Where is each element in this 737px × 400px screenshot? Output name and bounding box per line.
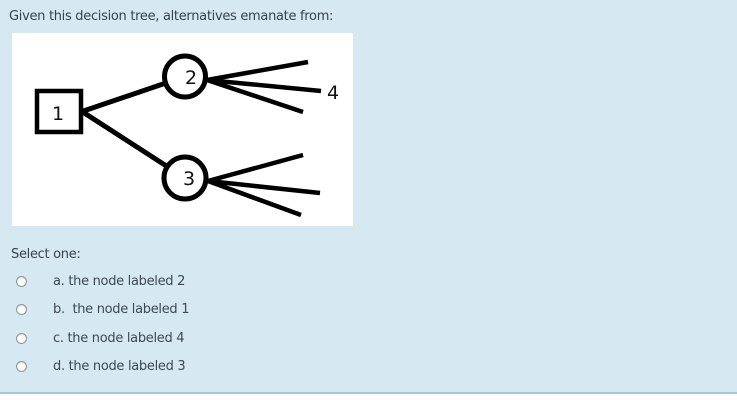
branch-circle3-middle	[207, 178, 321, 196]
option-row-c[interactable]: c. the node labeled 4	[16, 328, 189, 348]
branch-circle2-top	[206, 59, 309, 83]
option-row-d[interactable]: d. the node labeled 3	[16, 357, 189, 377]
option-label-c[interactable]: c. the node labeled 4	[53, 330, 185, 346]
option-label-a[interactable]: a. the node labeled 2	[53, 273, 186, 289]
options-list: a. the node labeled 2 b. the node labele…	[16, 271, 189, 377]
chance-node-circle-2	[162, 53, 208, 100]
decision-tree-svg: 1 2 3 4	[34, 53, 339, 218]
decision-tree-image: 1 2 3 4	[12, 33, 353, 226]
node-label-2: 2	[185, 67, 197, 89]
branch-circle2-bottom	[206, 77, 304, 115]
option-row-a[interactable]: a. the node labeled 2	[16, 271, 189, 291]
branch-label-4: 4	[327, 82, 339, 104]
radio-option-d[interactable]	[16, 361, 27, 372]
decision-node-square-1	[34, 88, 84, 135]
branch-circle3-bottom	[207, 178, 302, 218]
option-row-b[interactable]: b. the node labeled 1	[16, 300, 189, 320]
option-label-b[interactable]: b. the node labeled 1	[53, 302, 190, 317]
question-text: Given this decision tree, alternatives e…	[9, 9, 334, 24]
node-label-3: 3	[183, 168, 195, 190]
radio-option-c[interactable]	[16, 332, 27, 344]
select-one-label: Select one:	[11, 247, 81, 262]
option-label-d[interactable]: d. the node labeled 3	[53, 359, 186, 374]
branch-circle2-middle	[206, 77, 322, 94]
radio-option-a[interactable]	[16, 275, 27, 287]
radio-option-b[interactable]	[16, 304, 27, 315]
branch-circle3-top	[207, 152, 304, 184]
chance-node-circle-3	[161, 154, 209, 202]
node-label-1: 1	[52, 103, 64, 125]
